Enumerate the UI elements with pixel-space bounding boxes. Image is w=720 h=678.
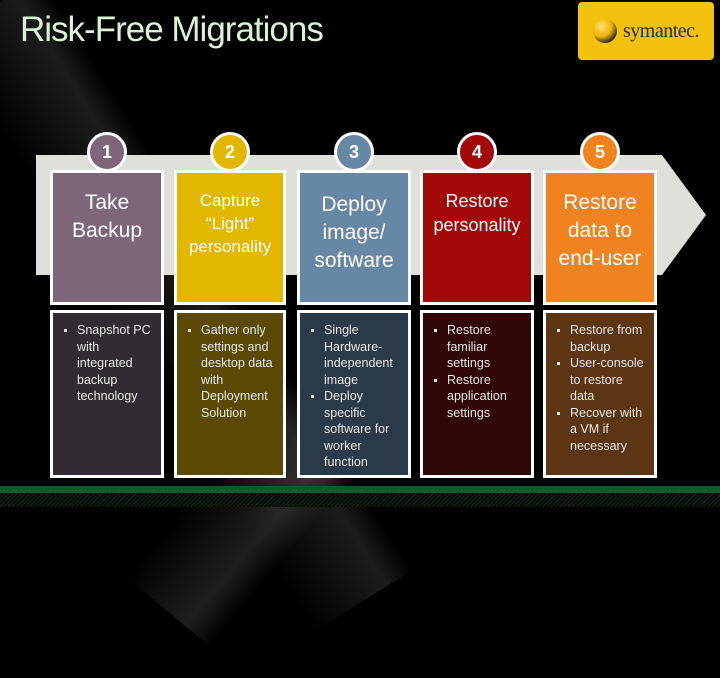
logo-text: symantec.: [622, 19, 700, 42]
step-title-line: data to: [567, 219, 633, 242]
step-title-line: Restore: [445, 191, 509, 211]
step-number-badge: 4: [457, 132, 497, 172]
step-bullet-list: Snapshot PC with integrated backup techn…: [59, 322, 153, 405]
step-title-line: “Light”: [205, 214, 255, 233]
step-bullet-list: Restore from backup User-console to rest…: [552, 322, 646, 454]
process-arrow-tip-icon: [662, 155, 706, 275]
step-detail-box: Restore from backup User-console to rest…: [543, 310, 657, 478]
step-detail-box: Single Hardware-independent image Deploy…: [297, 310, 411, 478]
step-number-badge: 5: [580, 132, 620, 172]
step-title-line: Backup: [71, 219, 143, 242]
step-title-line: Capture: [199, 191, 261, 210]
step-title-box: Restore data to end-user: [543, 170, 657, 305]
step-bullet-list: Single Hardware-independent image Deploy…: [306, 322, 400, 471]
step-bullet: User-console to restore data: [557, 355, 646, 405]
step-title-line: end-user: [558, 247, 642, 270]
step-title-line: Take: [84, 191, 130, 214]
step-title-box: Take Backup: [50, 170, 164, 305]
step-bullet: Restore application settings: [434, 372, 523, 422]
step-bullet: Restore from backup: [557, 322, 646, 355]
step-title-box: Capture “Light” personality: [174, 170, 286, 305]
symantec-logo: symantec.: [578, 2, 714, 60]
step-number-badge: 1: [87, 132, 127, 172]
step-bullet: Recover with a VM if necessary: [557, 405, 646, 455]
step-title-line: software: [314, 249, 394, 272]
slide-title: Risk-Free Migrations: [20, 10, 324, 49]
step-title-line: image/: [322, 221, 386, 244]
step-detail-box: Snapshot PC with integrated backup techn…: [50, 310, 164, 478]
step-bullet: Snapshot PC with integrated backup techn…: [64, 322, 153, 405]
step-title-line: Restore: [563, 191, 637, 214]
step-title-line: personality: [433, 215, 521, 235]
step-detail-box: Gather only settings and desktop data wi…: [174, 310, 286, 478]
step-title-line: personality: [188, 237, 272, 256]
step-bullet: Deploy specific software for worker func…: [311, 388, 400, 471]
step-detail-box: Restore familiar settings Restore applic…: [420, 310, 534, 478]
step-title-box: Deploy image/ software: [297, 170, 411, 305]
step-bullet-list: Restore familiar settings Restore applic…: [429, 322, 523, 421]
step-bullet: Restore familiar settings: [434, 322, 523, 372]
step-number-badge: 3: [334, 132, 374, 172]
step-title-box: Restore personality: [420, 170, 534, 305]
footer-hatch-pattern: [0, 493, 720, 507]
footer-green-band: [0, 486, 720, 493]
step-bullet: Single Hardware-independent image: [311, 322, 400, 388]
symantec-logo-icon: [592, 19, 617, 43]
step-bullet-list: Gather only settings and desktop data wi…: [183, 322, 275, 421]
step-bullet: Gather only settings and desktop data wi…: [188, 322, 275, 421]
step-title-line: Deploy: [321, 193, 387, 216]
step-number-badge: 2: [210, 132, 250, 172]
